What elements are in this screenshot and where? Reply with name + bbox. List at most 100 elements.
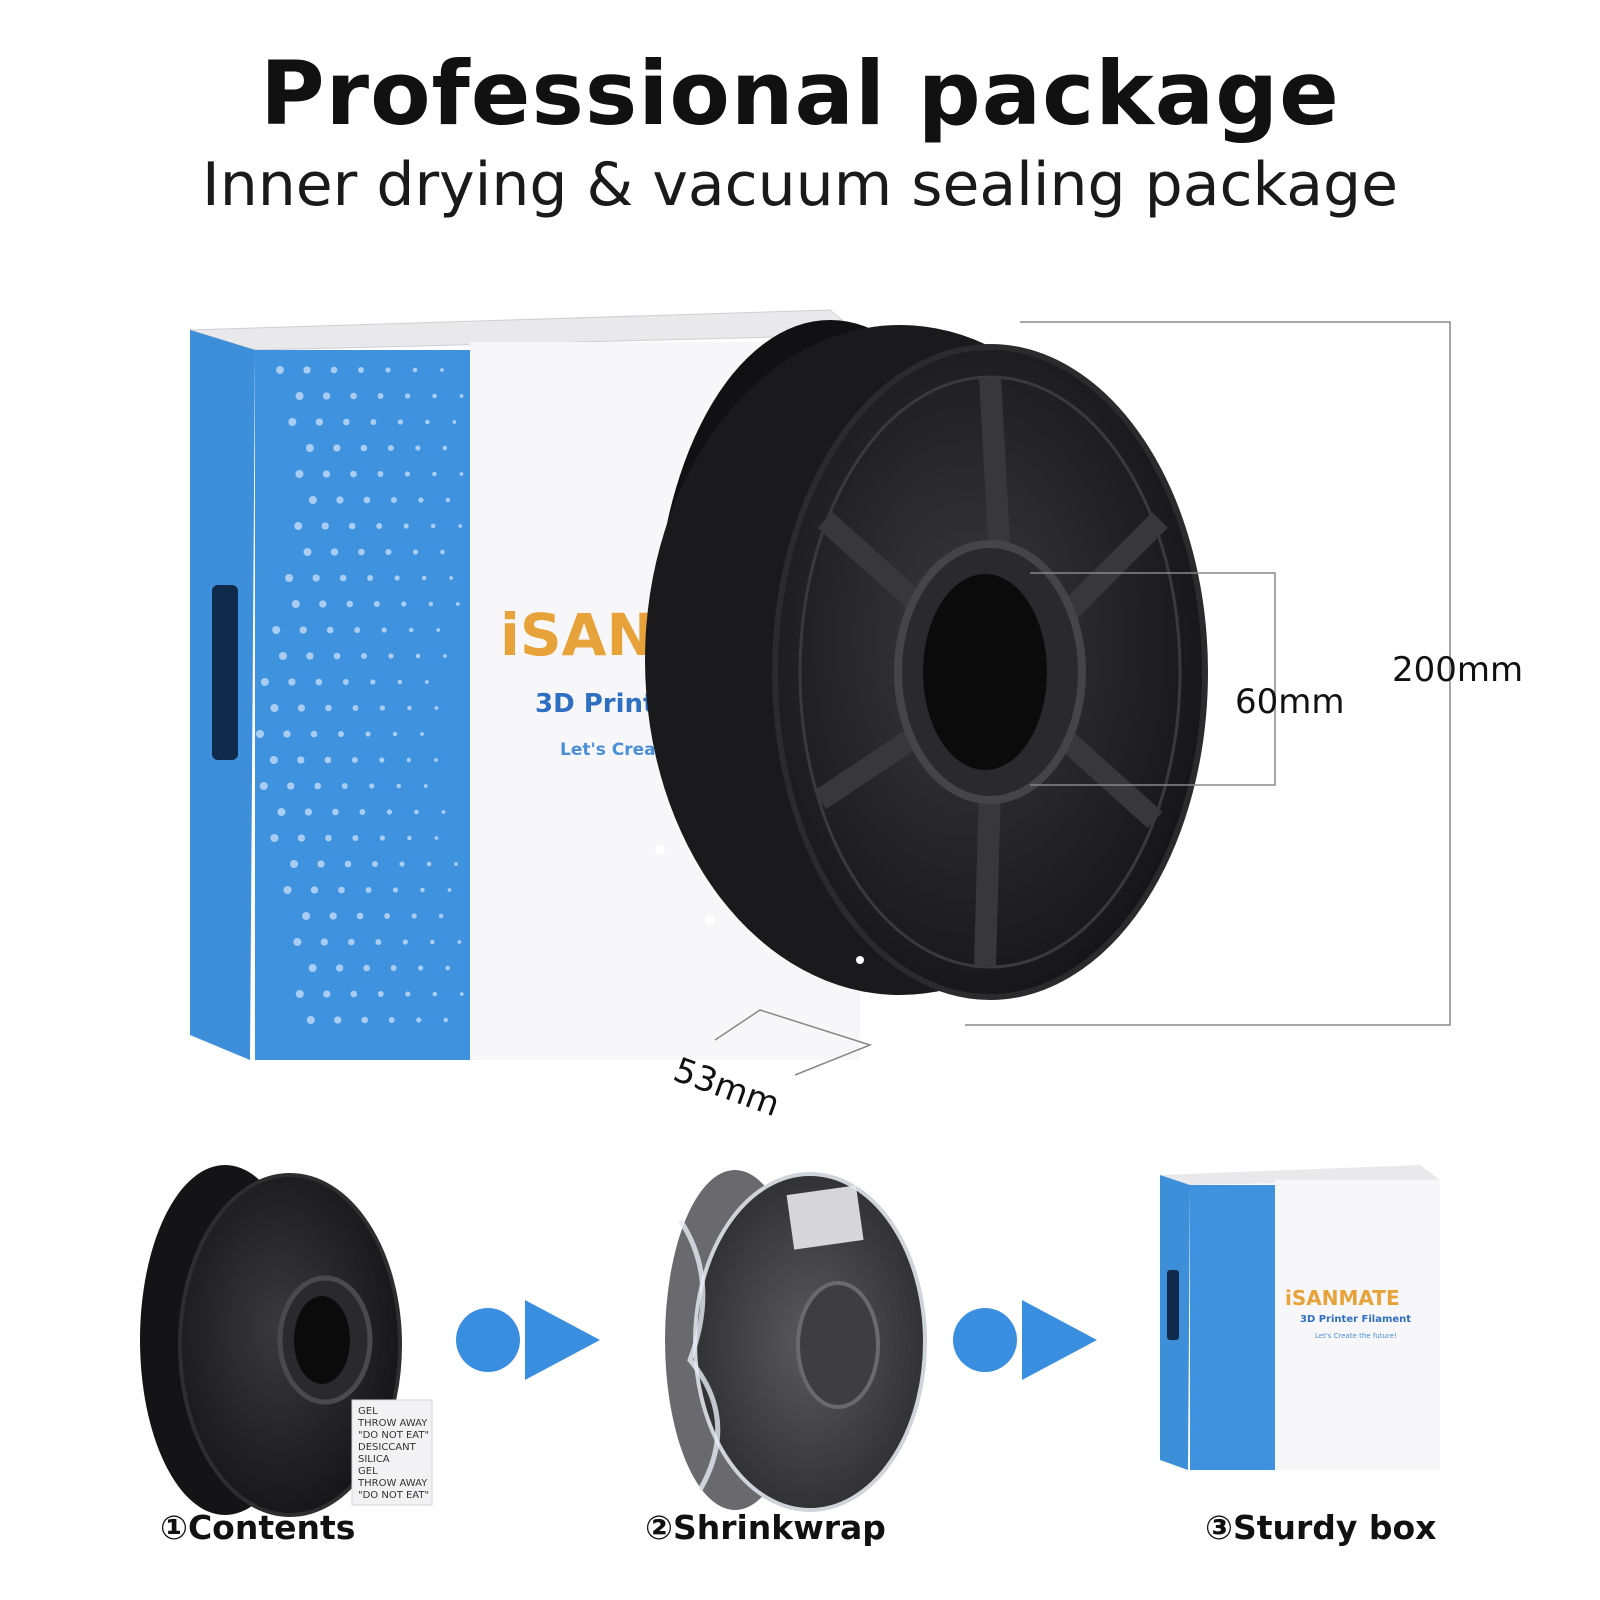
box-dot <box>443 1017 448 1023</box>
box-dot <box>306 652 314 660</box>
box-dot <box>350 392 357 400</box>
box-dot <box>434 706 439 710</box>
box-dot <box>424 680 429 684</box>
box-dot <box>336 496 344 504</box>
box-dot <box>408 627 414 633</box>
box-dot <box>379 835 386 841</box>
desiccant-text-line: "DO NOT EAT" <box>358 1490 429 1501</box>
box-dot <box>361 1016 369 1024</box>
box-dot <box>260 678 269 686</box>
box-dot <box>430 523 436 529</box>
box-dot <box>385 549 392 555</box>
box-dot <box>445 497 451 503</box>
box-dot <box>363 496 371 504</box>
box-dot <box>354 627 361 633</box>
desiccant-text-line: GEL <box>358 1466 378 1477</box>
box-dot <box>283 730 291 738</box>
box-dot <box>329 912 337 920</box>
box-dot <box>404 471 411 477</box>
desiccant-text-line: THROW AWAY <box>357 1418 428 1429</box>
box-dot <box>323 990 331 998</box>
box-dot <box>256 730 265 738</box>
box-dot <box>407 835 412 841</box>
dimension-lines <box>714 321 1451 1076</box>
box-dot <box>305 444 314 452</box>
desiccant-text-line: "DO NOT EAT" <box>358 1430 429 1441</box>
box-dot <box>370 679 376 685</box>
box-dot <box>432 991 438 997</box>
box-dot <box>270 834 279 842</box>
desiccant-text-line: DESICCANT <box>358 1442 417 1453</box>
hub-diameter-label: 60mm <box>1235 682 1345 722</box>
step-2-caption: ②Shrinkwrap <box>645 1508 886 1547</box>
box-dot <box>259 782 268 790</box>
small-box-slogan-text: Let's Create the future! <box>1315 1332 1397 1340</box>
box-dot <box>365 731 371 737</box>
box-dot <box>343 418 350 426</box>
box-dot <box>426 861 432 867</box>
box-dot <box>302 912 311 920</box>
diameter-label: 200mm <box>1392 650 1524 690</box>
box-dot <box>363 964 370 972</box>
box-dot <box>440 368 444 372</box>
box-dot <box>352 705 359 711</box>
box-dot <box>421 575 427 581</box>
box-dot <box>315 678 323 686</box>
box-dot <box>415 445 421 451</box>
box-dot <box>299 626 307 634</box>
box-dot <box>455 602 460 606</box>
box-dot <box>288 678 296 686</box>
box-dot <box>330 548 339 556</box>
box-dot <box>454 862 458 866</box>
box-dot <box>411 913 417 919</box>
box-dot <box>440 549 445 555</box>
box-dot <box>278 652 287 660</box>
box-dot <box>445 965 450 971</box>
box-dot <box>434 836 439 840</box>
step-arrow-2-icon <box>953 1300 1097 1380</box>
box-dot <box>310 886 319 894</box>
box-dot <box>375 939 382 945</box>
step-arrow-1-icon <box>456 1300 600 1380</box>
box-dot <box>269 756 278 764</box>
box-dot <box>379 705 386 711</box>
filament-spool <box>645 320 1208 1000</box>
box-dot <box>290 860 299 868</box>
small-box-product-text: 3D Printer Filament <box>1300 1314 1411 1325</box>
step-1-caption: ①Contents <box>160 1508 356 1547</box>
box-dot <box>346 600 354 608</box>
box-dot <box>430 939 435 945</box>
box-dot <box>306 1016 315 1024</box>
box-dot <box>297 704 306 712</box>
box-dot <box>457 940 462 944</box>
box-dot <box>377 991 384 997</box>
box-dot <box>397 679 403 685</box>
box-dot <box>376 523 383 529</box>
box-dot <box>428 601 434 607</box>
box-dot <box>392 731 398 737</box>
box-dot <box>293 938 302 946</box>
box-dot <box>297 756 305 764</box>
box-dot <box>459 992 464 996</box>
box-dot <box>373 601 380 607</box>
box-dot <box>342 679 349 685</box>
box-dot <box>407 705 412 711</box>
box-dot <box>325 834 332 842</box>
box-dot <box>394 575 400 581</box>
box-dot <box>390 965 397 971</box>
box-dot <box>333 444 341 452</box>
box-dot <box>358 548 365 556</box>
box-dot <box>386 809 393 815</box>
box-dot <box>432 471 437 477</box>
page-subtitle: Inner drying & vacuum sealing package <box>202 150 1398 220</box>
box-dot <box>283 886 292 894</box>
box-dot <box>370 419 377 425</box>
box-dot <box>425 419 430 425</box>
sturdy-box: iSANMATE 3D Printer Filament Let's Creat… <box>1160 1165 1440 1470</box>
box-dot <box>359 809 366 815</box>
box-dot-pattern <box>256 366 464 1024</box>
box-dot <box>308 496 317 504</box>
